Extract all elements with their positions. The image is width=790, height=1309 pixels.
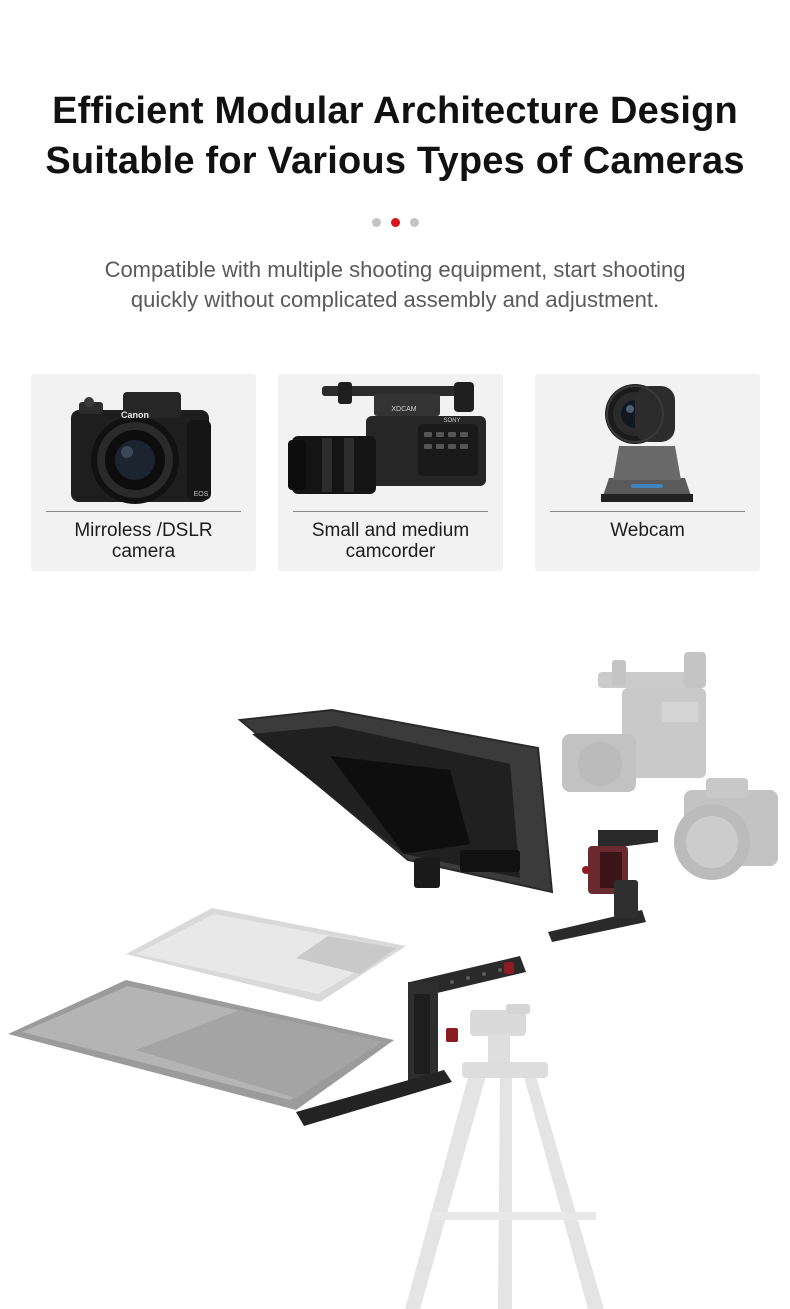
compatibility-cards: Canon EOS Mirroless /DSLR camera (31, 374, 761, 571)
card-divider (550, 511, 745, 512)
dslr-ghost-illustration (674, 778, 778, 880)
card-camcorder: XDCAM SONY Small and medium camcorder (278, 374, 503, 571)
teleprompter-hood (237, 708, 554, 894)
page-subtitle: Compatible with multiple shooting equipm… (40, 255, 750, 315)
pager-dot-2-active[interactable] (390, 218, 400, 227)
webcam-icon (601, 384, 693, 502)
card-label-line-1: Small and medium (311, 520, 470, 541)
camcorder-icon: XDCAM SONY (288, 382, 486, 494)
tablet-small-illustration (126, 908, 406, 1002)
tripod-illustration (405, 1004, 604, 1309)
pager-dot-1[interactable] (371, 218, 381, 227)
card-label-line-1: Mirroless /DSLR (74, 520, 213, 541)
camera-brand-text: Canon (121, 410, 149, 420)
card-webcam: Webcam (535, 374, 760, 571)
card-divider (46, 511, 241, 512)
card-label: Webcam (535, 520, 760, 541)
tablet-large-illustration (8, 980, 394, 1110)
dslr-camera-icon: Canon EOS (71, 392, 211, 504)
camcorder-brand-text: SONY (443, 418, 460, 424)
pager-dot-3[interactable] (409, 218, 419, 227)
camera-model-text: EOS (194, 491, 209, 498)
teleprompter-exploded-view (8, 652, 778, 1309)
card-divider (293, 511, 488, 512)
page-title: Efficient Modular Architecture Design Su… (0, 86, 790, 186)
camcorder-badge-text: XDCAM (391, 406, 416, 413)
camcorder-ghost-illustration (562, 652, 706, 792)
main-rail-bracket (296, 956, 526, 1126)
card-label: Mirroless /DSLR camera (31, 520, 256, 562)
camera-mount-bracket (548, 830, 658, 942)
page-subtitle-line-1: Compatible with multiple shooting equipm… (104, 257, 686, 282)
card-label-line-2: camcorder (345, 541, 436, 562)
page-subtitle-line-2: quickly without complicated assembly and… (130, 287, 660, 312)
card-label-line-1: Webcam (610, 520, 685, 541)
page-title-line-1: Efficient Modular Architecture Design (52, 90, 738, 132)
card-label: Small and medium camcorder (278, 520, 503, 562)
card-dslr-camera: Canon EOS Mirroless /DSLR camera (31, 374, 256, 571)
card-label-line-2: camera (111, 541, 176, 562)
carousel-pager (0, 218, 790, 227)
page-title-line-2: Suitable for Various Types of Cameras (45, 140, 745, 182)
